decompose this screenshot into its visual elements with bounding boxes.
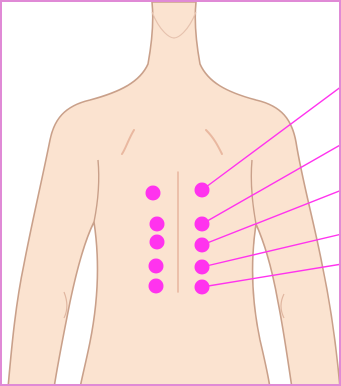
acupoint-left-5 (149, 279, 164, 294)
acupoint-right-2 (195, 217, 210, 232)
acupoint-left-1 (146, 186, 161, 201)
acupoint-right-4 (195, 260, 210, 275)
body-silhouette (8, 2, 340, 386)
acupoint-right-1 (195, 183, 210, 198)
acupoint-right-3 (195, 238, 210, 253)
acupoint-left-3 (150, 235, 165, 250)
acupoint-left-2 (150, 217, 165, 232)
acupoint-right-5 (195, 280, 210, 295)
acupoint-left-4 (149, 259, 164, 274)
